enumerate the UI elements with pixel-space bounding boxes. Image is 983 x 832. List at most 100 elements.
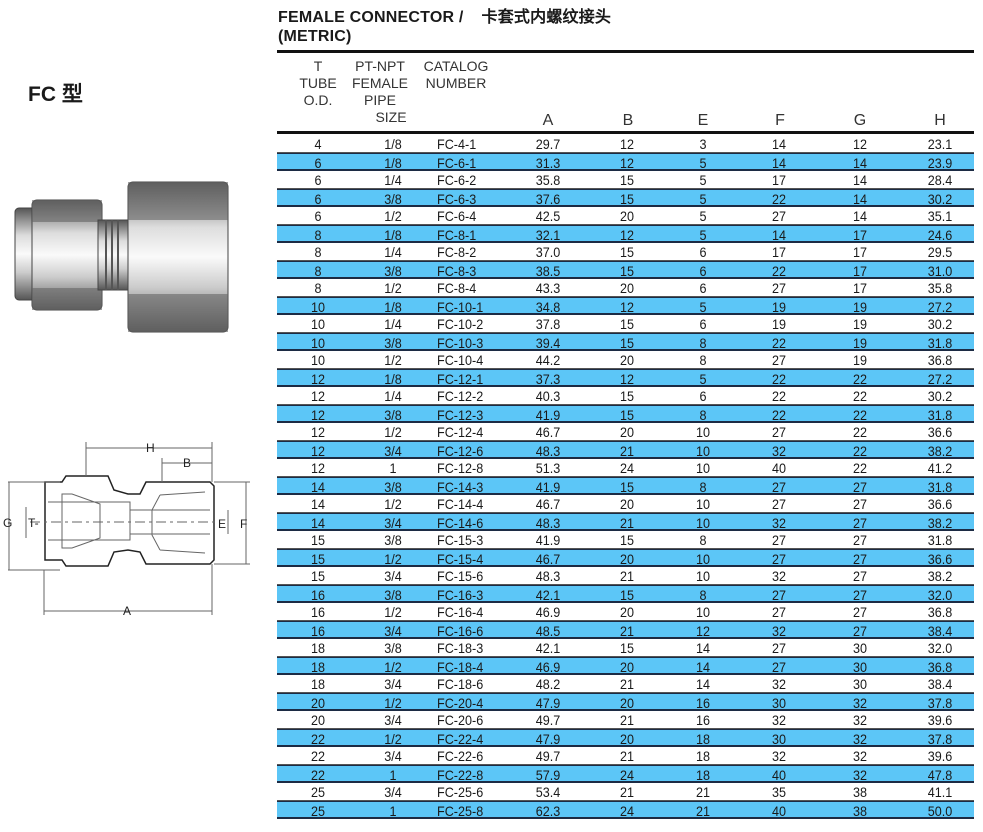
- cell-tube-od: 14: [310, 479, 326, 495]
- header-a: A: [542, 112, 554, 129]
- cell-pipe-size: 3/4: [384, 748, 402, 764]
- divider: [277, 50, 974, 53]
- cell-e: 16: [695, 695, 711, 711]
- cell-h: 30.2: [927, 191, 953, 207]
- cell-e: 18: [695, 748, 711, 764]
- cell-b: 24: [619, 803, 635, 819]
- cell-f: 14: [771, 136, 787, 152]
- cell-tube-od: 18: [310, 640, 326, 656]
- cell-tube-od: 8: [314, 244, 322, 260]
- cell-b: 12: [619, 136, 635, 152]
- cell-a: 48.3: [535, 443, 561, 459]
- cell-catalog-number: FC-14-6: [437, 515, 484, 531]
- cell-g: 17: [852, 280, 868, 296]
- cell-pipe-size: 1/4: [384, 244, 402, 260]
- cell-b: 21: [619, 568, 635, 584]
- cell-a: 37.8: [535, 316, 561, 332]
- cell-h: 31.8: [927, 335, 953, 351]
- cell-f: 27: [771, 587, 787, 603]
- cell-h: 32.0: [927, 640, 953, 656]
- cell-b: 15: [619, 316, 635, 332]
- cell-a: 41.9: [535, 532, 561, 548]
- cell-e: 3: [699, 136, 707, 152]
- cell-tube-od: 25: [310, 784, 326, 800]
- cell-b: 21: [619, 784, 635, 800]
- cell-catalog-number: FC-18-4: [437, 659, 484, 675]
- dim-label-g: G: [3, 516, 12, 530]
- cell-g: 30: [852, 659, 868, 675]
- cell-g: 32: [852, 748, 868, 764]
- cell-b: 20: [619, 208, 635, 224]
- cell-a: 37.3: [535, 371, 561, 387]
- cell-pipe-size: 1/4: [384, 316, 402, 332]
- cell-f: 19: [771, 299, 787, 315]
- cell-pipe-size: 3/8: [384, 263, 402, 279]
- cell-catalog-number: FC-22-8: [437, 767, 484, 783]
- cell-b: 12: [619, 299, 635, 315]
- cell-h: 36.8: [927, 604, 953, 620]
- cell-tube-od: 16: [310, 587, 326, 603]
- cell-f: 19: [771, 316, 787, 332]
- cell-b: 15: [619, 263, 635, 279]
- cell-g: 17: [852, 244, 868, 260]
- cell-e: 12: [695, 623, 711, 639]
- cell-e: 6: [699, 280, 707, 296]
- dimension-drawing: H B G T- E F A: [3, 441, 250, 618]
- cell-tube-od: 18: [310, 659, 326, 675]
- cell-catalog-number: FC-15-3: [437, 532, 484, 548]
- cell-g: 22: [852, 443, 868, 459]
- cell-b: 21: [619, 623, 635, 639]
- cell-e: 5: [699, 227, 707, 243]
- cell-e: 8: [699, 352, 707, 368]
- cell-g: 17: [852, 227, 868, 243]
- cell-tube-od: 16: [310, 623, 326, 639]
- cell-catalog-number: FC-25-6: [437, 784, 484, 800]
- cell-h: 28.4: [927, 172, 953, 188]
- cell-b: 21: [619, 676, 635, 692]
- cell-e: 18: [695, 767, 711, 783]
- cell-f: 22: [771, 191, 787, 207]
- cell-f: 14: [771, 155, 787, 171]
- cell-a: 43.3: [535, 280, 561, 296]
- cell-catalog-number: FC-16-3: [437, 587, 484, 603]
- cell-h: 38.4: [927, 623, 953, 639]
- cell-catalog-number: FC-20-6: [437, 712, 484, 728]
- divider: [277, 131, 974, 134]
- cell-a: 46.7: [535, 496, 561, 512]
- cell-tube-od: 10: [310, 335, 326, 351]
- cell-e: 6: [699, 316, 707, 332]
- cell-h: 36.8: [927, 659, 953, 675]
- cell-pipe-size: 3/8: [384, 640, 402, 656]
- cell-tube-od: 15: [310, 568, 326, 584]
- header-line: NUMBER: [425, 75, 487, 91]
- cell-a: 37.0: [535, 244, 561, 260]
- cell-tube-od: 12: [310, 407, 326, 423]
- cell-b: 20: [619, 731, 635, 747]
- cell-pipe-size: 3/8: [384, 587, 402, 603]
- cell-g: 27: [852, 479, 868, 495]
- cell-a: 47.9: [535, 695, 561, 711]
- cell-a: 57.9: [535, 767, 561, 783]
- cell-f: 22: [771, 388, 787, 404]
- cell-g: 14: [852, 191, 868, 207]
- cell-g: 27: [852, 568, 868, 584]
- cell-f: 27: [771, 496, 787, 512]
- cell-f: 27: [771, 280, 787, 296]
- cell-g: 14: [852, 155, 868, 171]
- cell-f: 27: [771, 551, 787, 567]
- cell-catalog-number: FC-12-3: [437, 407, 484, 423]
